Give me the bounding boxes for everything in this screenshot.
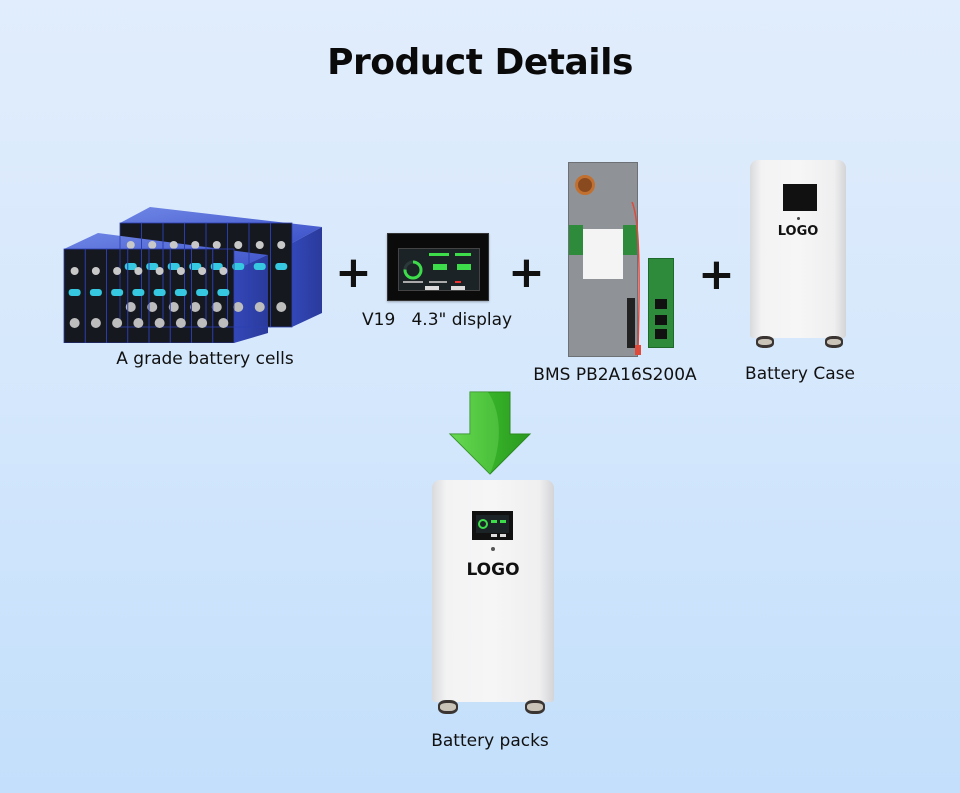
vent-cap xyxy=(196,289,209,296)
terminal-bolt xyxy=(126,241,135,249)
mosfet-block-left xyxy=(569,225,583,255)
bms-spec-sticker xyxy=(583,229,623,279)
terminal-bolt xyxy=(70,267,79,275)
terminal-bolt xyxy=(134,267,143,275)
vent-cap xyxy=(132,289,145,296)
mosfet-block-right xyxy=(623,225,637,255)
power-button-icon xyxy=(491,547,495,551)
case-screen-cutout xyxy=(783,184,817,211)
terminal-bolt xyxy=(69,318,80,328)
terminal-bolt xyxy=(197,318,208,328)
vent-cap xyxy=(210,263,223,270)
pack-logo: LOGO xyxy=(466,560,520,580)
bms-connector xyxy=(627,298,635,348)
terminal-bolt xyxy=(211,302,222,312)
terminal-bolt xyxy=(148,241,157,249)
lcd-display-image xyxy=(387,233,489,301)
terminal-bolt xyxy=(218,318,229,328)
terminal-bolt xyxy=(133,318,144,328)
green-down-arrow-icon xyxy=(448,391,532,475)
terminal-bolt xyxy=(113,267,122,275)
terminal-bolt xyxy=(175,318,186,328)
power-button-icon xyxy=(797,217,800,220)
terminal-bolt xyxy=(154,318,165,328)
plus-sign-3: + xyxy=(698,249,735,300)
vent-cap xyxy=(275,263,288,270)
display-label: V19 4.3" display xyxy=(362,310,513,330)
terminal-bolt xyxy=(254,302,265,312)
cells-label: A grade battery cells xyxy=(116,349,294,369)
terminal-bolt xyxy=(219,267,228,275)
vent-cap xyxy=(232,263,245,270)
terminal-bolt xyxy=(90,318,101,328)
vent-cap xyxy=(253,263,266,270)
bms-adapter-board xyxy=(648,258,674,348)
case-label: Battery Case xyxy=(745,364,855,384)
vent-cap xyxy=(189,263,202,270)
battery-cell xyxy=(270,222,293,328)
terminal-bolt xyxy=(191,241,200,249)
terminal-bolt xyxy=(125,302,136,312)
vent-cap xyxy=(68,289,81,296)
vent-cap xyxy=(217,289,230,296)
plus-sign-2: + xyxy=(508,247,545,298)
terminal-bolt xyxy=(276,302,287,312)
bms-board-image xyxy=(568,162,638,357)
terminal-bolt xyxy=(255,241,264,249)
wheel-icon xyxy=(525,700,545,714)
battery-pack-image: LOGO xyxy=(432,480,554,702)
terminal-bolt xyxy=(91,267,100,275)
inductor-coil xyxy=(575,175,595,195)
terminal-bolt xyxy=(212,241,221,249)
terminal-bolt xyxy=(234,241,243,249)
terminal-bolt xyxy=(147,302,158,312)
battery-packs-label: Battery packs xyxy=(431,731,549,751)
vent-cap xyxy=(111,289,124,296)
case-logo: LOGO xyxy=(777,224,819,239)
red-wire xyxy=(631,201,641,355)
battery-cells-image xyxy=(63,207,322,343)
terminal-bolt xyxy=(176,267,185,275)
terminal-bolt xyxy=(190,302,201,312)
terminal-bolt xyxy=(277,241,286,249)
display-screen xyxy=(398,248,480,291)
vent-cap xyxy=(89,289,102,296)
page-title: Product Details xyxy=(327,42,633,83)
vent-cap xyxy=(153,289,166,296)
terminal-bolt xyxy=(155,267,164,275)
wheel-icon xyxy=(438,700,458,714)
vent-cap xyxy=(174,289,187,296)
terminal-bolt xyxy=(198,267,207,275)
terminal-bolt xyxy=(169,241,178,249)
wheel-icon xyxy=(825,336,843,348)
pack-display-screen xyxy=(472,511,513,540)
wheel-icon xyxy=(756,336,774,348)
terminal-bolt xyxy=(168,302,179,312)
plus-sign-1: + xyxy=(335,247,372,298)
vent-cap xyxy=(167,263,180,270)
bms-label: BMS PB2A16S200A xyxy=(533,365,697,385)
battery-cell xyxy=(212,248,235,343)
battery-case-image: LOGO xyxy=(750,160,846,338)
terminal-bolt xyxy=(112,318,123,328)
terminal-bolt xyxy=(233,302,244,312)
